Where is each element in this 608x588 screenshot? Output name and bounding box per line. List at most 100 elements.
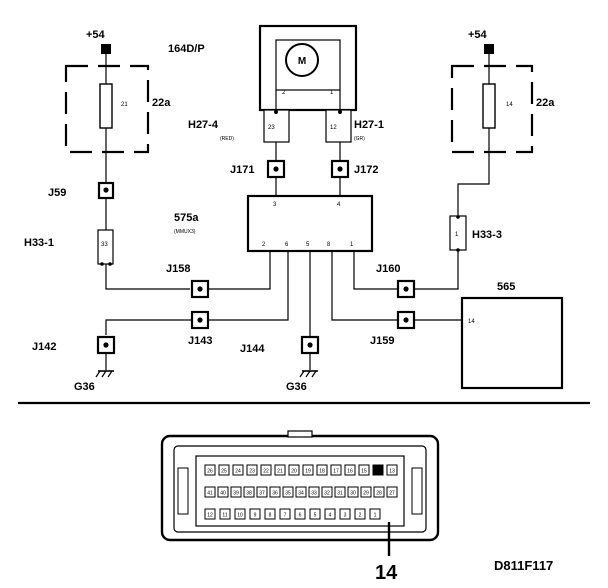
575a-pin-1: 1: [350, 242, 354, 248]
joint-j142: [96, 335, 116, 355]
dlc-pin-label-25: 25: [221, 469, 227, 475]
dlc-pin-15: [358, 464, 370, 476]
dlc-pin-label-28: 28: [376, 491, 382, 497]
dlc-pin-33: [308, 486, 320, 498]
h27-1-pin: 12: [330, 125, 337, 131]
connector-h33-3: 1: [449, 215, 467, 252]
dlc-pin-34: [295, 486, 307, 498]
dlc-pin-28: [373, 486, 385, 498]
supply-left-label: +54: [86, 29, 106, 41]
connector-h33-1: 33: [97, 229, 114, 266]
dlc-pin-2: [354, 508, 366, 520]
dlc-pin-32: [321, 486, 333, 498]
dlc-pin-label-30: 30: [350, 491, 356, 497]
dlc-pin-label-41: 41: [207, 491, 213, 497]
dlc-pin-label-9: 9: [254, 513, 257, 519]
dlc-pin-8: [264, 508, 276, 520]
dlc-pin-label-32: 32: [324, 491, 330, 497]
dlc-pin-label-39: 39: [233, 491, 239, 497]
575a-pin-6: 6: [285, 242, 289, 248]
dlc-pin-label-8: 8: [269, 513, 272, 519]
dlc-pin-7: [279, 508, 291, 520]
joint-j171: [266, 159, 286, 179]
joint-j160: [396, 279, 416, 299]
module-575a-sub: (MMUX3): [174, 229, 196, 235]
joint-j143-label: J143: [188, 335, 212, 347]
joint-j142-label: J142: [32, 341, 56, 353]
dlc-pin-38: [243, 486, 255, 498]
ground-center-icon: [299, 370, 318, 378]
connector-h27-4-sub: (RED): [220, 136, 234, 142]
dlc-pin-label-20: 20: [291, 469, 297, 475]
connector-h33-3-label: H33-3: [472, 229, 502, 241]
dlc-pin-label-13: 13: [389, 469, 395, 475]
dlc-pin-40: [217, 486, 229, 498]
dlc-pin-3: [339, 508, 351, 520]
dlc-pin-label-33: 33: [311, 491, 317, 497]
dlc-pin-13: [386, 464, 398, 476]
dlc-pin-6: [294, 508, 306, 520]
dlc-pin-label-11: 11: [222, 513, 227, 519]
motor-symbol: M: [298, 56, 306, 67]
dlc-pin-22: [260, 464, 272, 476]
dlc-pin-label-6: 6: [299, 513, 302, 519]
dlc-pin-label-5: 5: [314, 513, 317, 519]
h33-1-pin: 33: [101, 242, 108, 248]
h27-4-pin: 23: [268, 125, 275, 131]
dlc-pin-label-7: 7: [284, 513, 287, 519]
fuse-left-name: 22a: [152, 97, 171, 109]
575a-pin-2: 2: [262, 242, 266, 248]
joint-j172: [330, 159, 350, 179]
dlc-pin-31: [334, 486, 346, 498]
module-575a-box: [246, 194, 374, 253]
dlc-pin-label-15: 15: [361, 469, 367, 475]
fuse-left-number: 21: [121, 102, 128, 108]
dlc-pin-23: [246, 464, 258, 476]
dlc-pin-11: [219, 508, 231, 520]
dlc-pin-30: [347, 486, 359, 498]
575a-pin-4: 4: [337, 202, 341, 208]
fuse-right-name: 22a: [536, 97, 555, 109]
module-565-pin: 14: [468, 319, 475, 325]
dlc-pin-label-10: 10: [237, 513, 243, 519]
dlc-pin-37: [256, 486, 268, 498]
module-565-name: 565: [497, 281, 515, 293]
dlc-pin-label-21: 21: [277, 469, 283, 475]
dlc-pin-label-2: 2: [359, 513, 362, 519]
joint-j171-label: J171: [230, 164, 254, 176]
fuse-right: 14 22a: [450, 64, 555, 154]
figure-id: D811F117: [494, 558, 553, 573]
dlc-pin-label-24: 24: [235, 469, 241, 475]
dlc-pin-35: [282, 486, 294, 498]
575a-pin-5: 5: [306, 242, 310, 248]
dlc-pin-label-35: 35: [285, 491, 291, 497]
dlc-pin-label: 14: [375, 562, 398, 584]
dlc-pin-36: [269, 486, 281, 498]
dlc-pin-5: [309, 508, 321, 520]
joint-j158: [190, 279, 210, 299]
fuse-left: 21 22a: [64, 64, 171, 154]
joint-j160-label: J160: [376, 263, 400, 275]
dlc-pin-9: [249, 508, 261, 520]
joint-j159: [396, 310, 416, 330]
dlc-pin-label-36: 36: [272, 491, 278, 497]
module-565-box: [460, 296, 564, 390]
dlc-pin-19: [302, 464, 314, 476]
h33-3-pin: 1: [455, 232, 459, 238]
dlc-pin-label-27: 27: [389, 491, 395, 497]
dlc-pin-12: [204, 508, 216, 520]
dlc-pin-label-40: 40: [220, 491, 226, 497]
dlc-pin-1: [369, 508, 381, 520]
connector-h33-1-label: H33-1: [24, 237, 54, 249]
dlc-pin-label-22: 22: [263, 469, 269, 475]
joint-j172-label: J172: [354, 164, 378, 176]
dlc-pin-label-12: 12: [207, 513, 213, 519]
motor-icon: M: [275, 39, 341, 91]
dlc-pin-label-29: 29: [363, 491, 369, 497]
connector-h27-4-label: H27-4: [188, 119, 219, 131]
dlc-pin-label-4: 4: [329, 513, 332, 519]
dlc-pin-29: [360, 486, 372, 498]
dlc-pin-21: [274, 464, 286, 476]
